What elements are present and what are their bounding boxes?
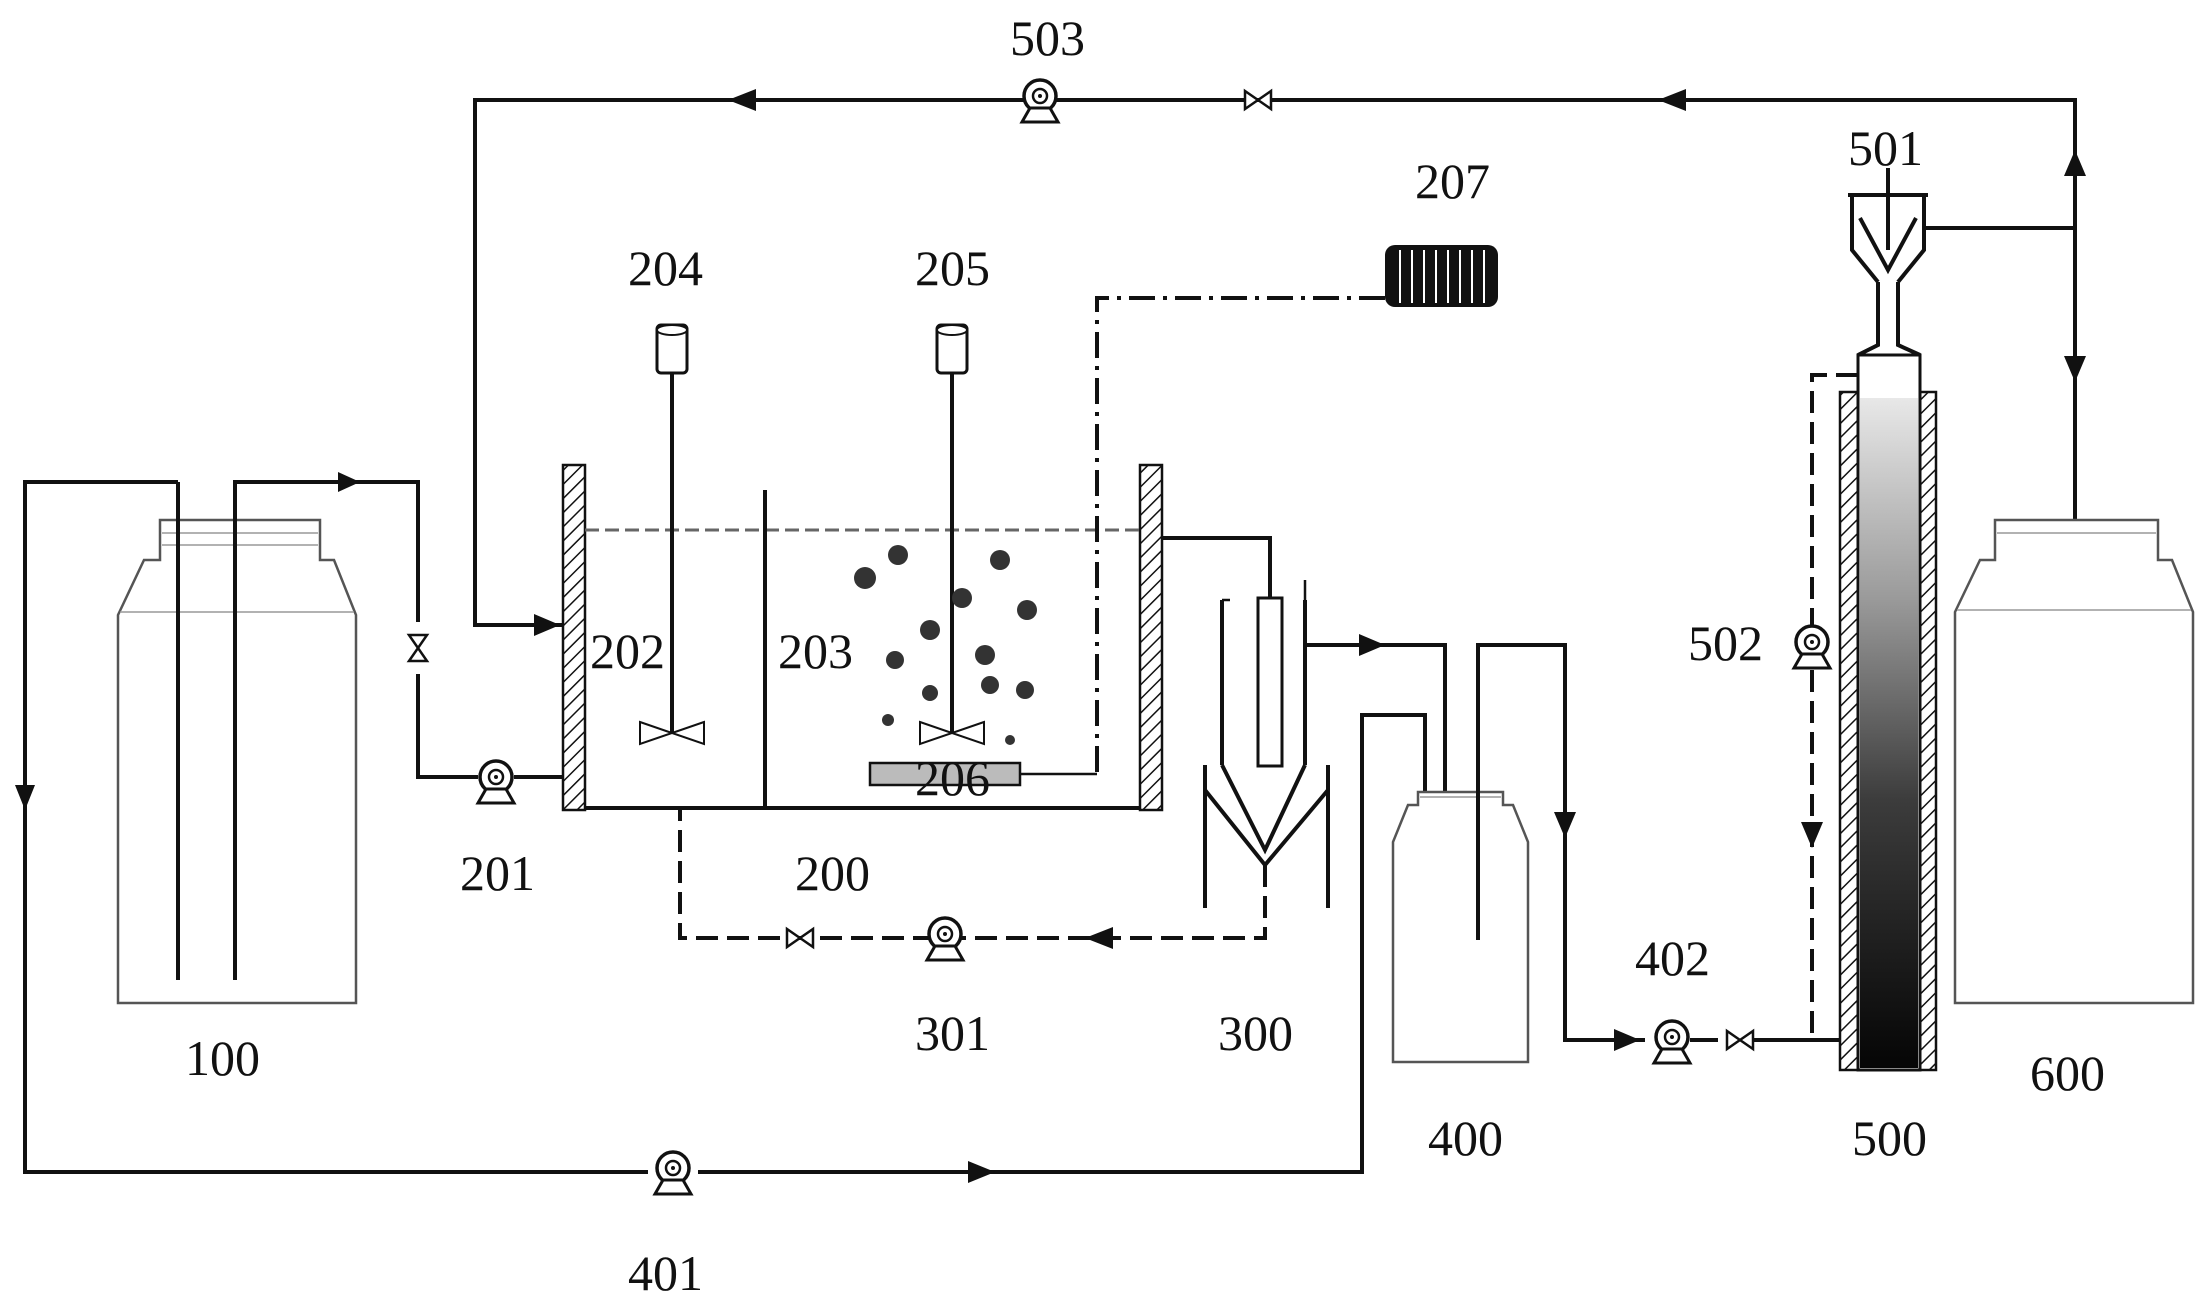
tank-100-return-pipe [233,480,420,980]
pipe-reactor-to-settler [1162,536,1272,598]
reactor-200 [561,463,1164,812]
arrow-right-settler-out [1359,634,1385,656]
pump-201-icon[interactable] [476,759,516,805]
valve-icon[interactable] [407,633,429,663]
air-pump-207 [1385,245,1498,307]
arrow-down-400-out [1554,812,1576,838]
valve-icon[interactable] [1725,1029,1755,1051]
arrow-down-to-600 [2064,356,2086,382]
arrow-right-top-100 [338,472,360,492]
label-201: 201 [460,845,535,901]
label-100: 100 [185,1030,260,1086]
separator-501 [1848,168,1928,357]
settler-300 [1203,580,1330,908]
arrow-left-recycle [1085,927,1113,949]
label-502: 502 [1688,615,1763,671]
label-501: 501 [1848,120,1923,176]
label-207: 207 [1415,153,1490,209]
arrow-right-to-402 [1614,1029,1640,1051]
air-bubbles [854,545,1037,745]
label-200: 200 [795,845,870,901]
component-labels: 100 200 201 202 203 204 205 206 207 300 … [185,10,2105,1301]
label-503: 503 [1010,10,1085,66]
arrow-into-reactor [534,614,560,636]
effluent-tank-600 [1953,518,2195,1005]
label-203: 203 [778,623,853,679]
pump-401-icon[interactable] [653,1150,693,1196]
column-recycle-line [1810,373,1858,1040]
pump-301-icon[interactable] [925,916,965,962]
tank-400-outlet-pipe [1476,643,1645,1042]
label-500: 500 [1852,1110,1927,1166]
pump-502-icon[interactable] [1792,624,1832,670]
pipe-100-to-401 [23,480,648,1174]
label-300: 300 [1218,1005,1293,1061]
air-line-207-to-206 [1095,296,1385,774]
label-202: 202 [590,623,665,679]
intermediate-tank-400 [1391,790,1530,1064]
arrow-down-left-loop [15,785,35,810]
arrow-up-right [2064,150,2086,176]
pipe-to-pump-201 [416,674,478,779]
sludge-recycle-line [678,808,1267,940]
label-205: 205 [915,240,990,296]
valve-icon[interactable] [1243,89,1273,111]
pump-402-icon[interactable] [1652,1019,1692,1065]
label-206: 206 [915,750,990,806]
label-402: 402 [1635,930,1710,986]
arrow-down-column-recycle [1801,822,1823,848]
label-301: 301 [915,1005,990,1061]
stirrer-205 [919,323,985,746]
arrow-left-top-right [1658,89,1686,111]
label-400: 400 [1428,1110,1503,1166]
pump-503-icon[interactable] [1020,78,1060,124]
label-204: 204 [628,240,703,296]
valve-icon[interactable] [785,927,815,949]
stirrer-204 [639,323,705,746]
arrow-left-top [728,89,756,111]
label-600: 600 [2030,1045,2105,1101]
label-401: 401 [628,1245,703,1301]
arrow-right-bottom-loop [968,1161,995,1183]
column-500 [1838,353,1938,1072]
